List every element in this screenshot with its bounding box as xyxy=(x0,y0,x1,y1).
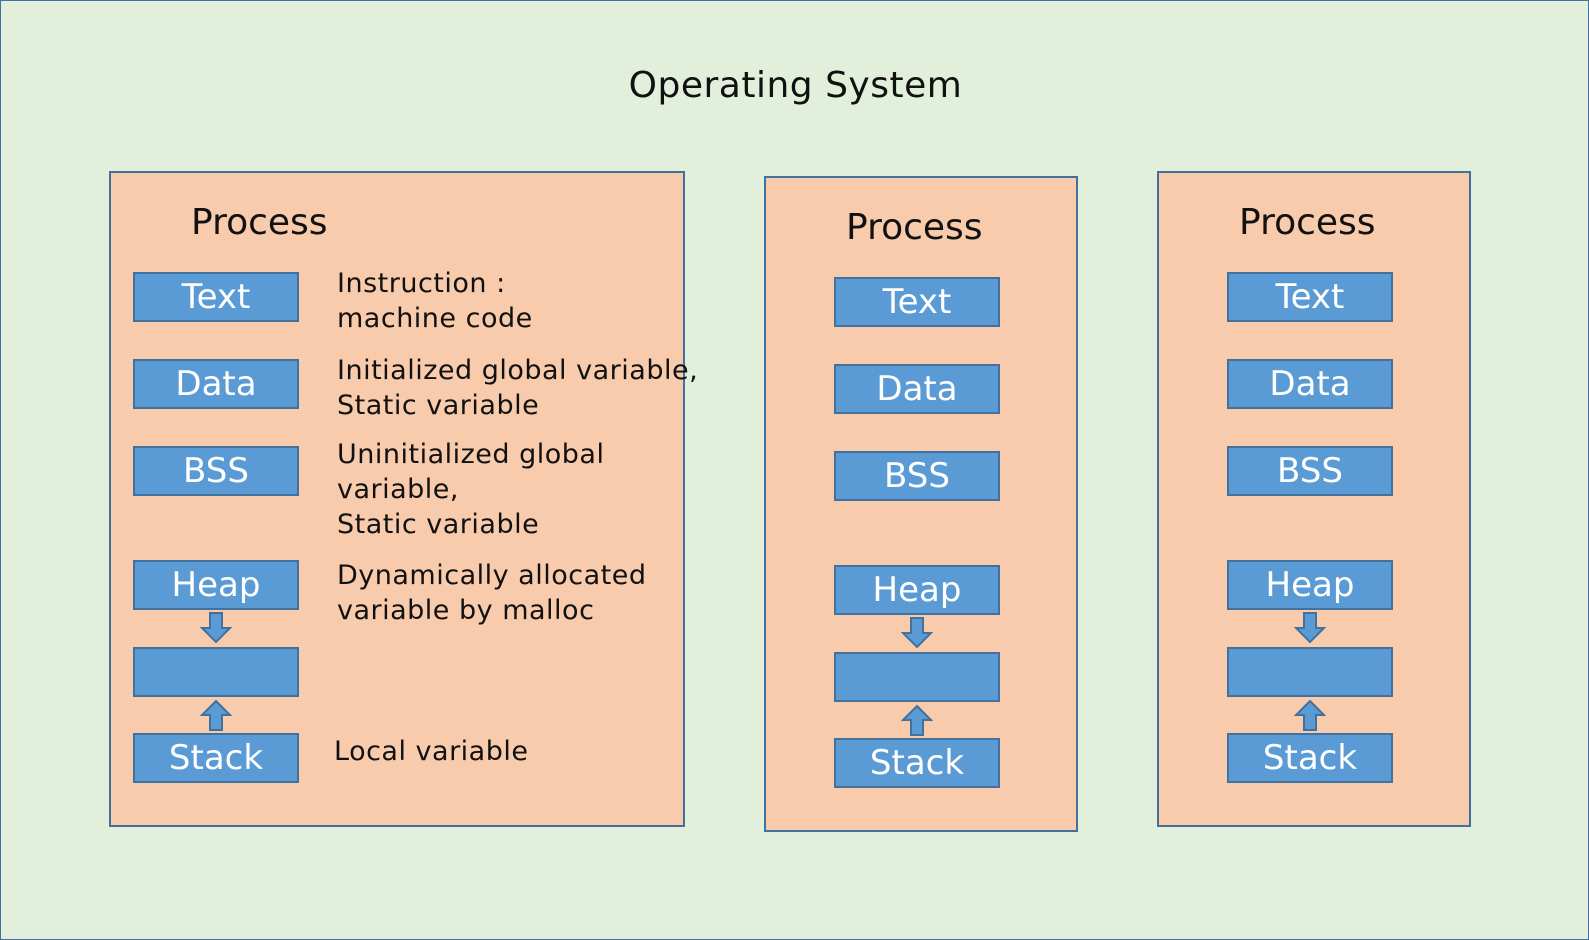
text-segment-1: Text xyxy=(133,272,299,322)
text-segment-3: Text xyxy=(1227,272,1393,322)
process-box-2: Process Text Data BSS Heap Stack xyxy=(764,176,1078,832)
free-space-segment-2 xyxy=(834,652,1000,702)
text-description: Instruction : machine code xyxy=(337,266,533,336)
up-arrow-icon xyxy=(901,704,933,736)
desc-line: Static variable xyxy=(337,390,540,421)
data-segment-3: Data xyxy=(1227,359,1393,409)
heap-segment-1: Heap xyxy=(133,560,299,610)
free-space-segment-3 xyxy=(1227,647,1393,697)
bss-segment-2: BSS xyxy=(834,451,1000,501)
bss-description: Uninitialized global variable, Static va… xyxy=(337,437,604,542)
process-title-3: Process xyxy=(1239,202,1376,243)
up-arrow-icon xyxy=(200,699,232,731)
down-arrow-icon xyxy=(901,617,933,649)
up-arrow-icon xyxy=(1294,699,1326,731)
desc-line: variable, xyxy=(337,474,460,505)
process-box-1: Process Text Data BSS Heap Stack Instruc… xyxy=(109,171,698,827)
stack-segment-1: Stack xyxy=(133,733,299,783)
desc-line: Local variable xyxy=(334,736,529,767)
process-box-3: Process Text Data BSS Heap Stack xyxy=(1157,171,1471,827)
desc-line: machine code xyxy=(337,303,533,334)
stack-segment-2: Stack xyxy=(834,738,1000,788)
desc-line: Static variable xyxy=(337,509,540,540)
desc-line: Initialized global variable, xyxy=(337,355,699,386)
data-segment-1: Data xyxy=(133,359,299,409)
bss-segment-3: BSS xyxy=(1227,446,1393,496)
heap-segment-3: Heap xyxy=(1227,560,1393,610)
down-arrow-icon xyxy=(200,612,232,644)
process-title-1: Process xyxy=(191,202,328,243)
desc-line: Uninitialized global xyxy=(337,439,605,470)
heap-segment-2: Heap xyxy=(834,565,1000,615)
desc-line: variable by malloc xyxy=(337,595,595,626)
text-segment-2: Text xyxy=(834,277,1000,327)
stack-description: Local variable xyxy=(334,734,528,769)
data-segment-2: Data xyxy=(834,364,1000,414)
process-title-2: Process xyxy=(846,207,983,248)
heap-description: Dynamically allocated variable by malloc xyxy=(337,558,646,628)
stack-segment-3: Stack xyxy=(1227,733,1393,783)
bss-segment-1: BSS xyxy=(133,446,299,496)
down-arrow-icon xyxy=(1294,612,1326,644)
desc-line: Dynamically allocated xyxy=(337,560,647,591)
desc-line: Instruction : xyxy=(337,268,506,299)
os-title: Operating System xyxy=(628,65,963,106)
data-description: Initialized global variable, Static vari… xyxy=(337,353,698,423)
free-space-segment-1 xyxy=(133,647,299,697)
